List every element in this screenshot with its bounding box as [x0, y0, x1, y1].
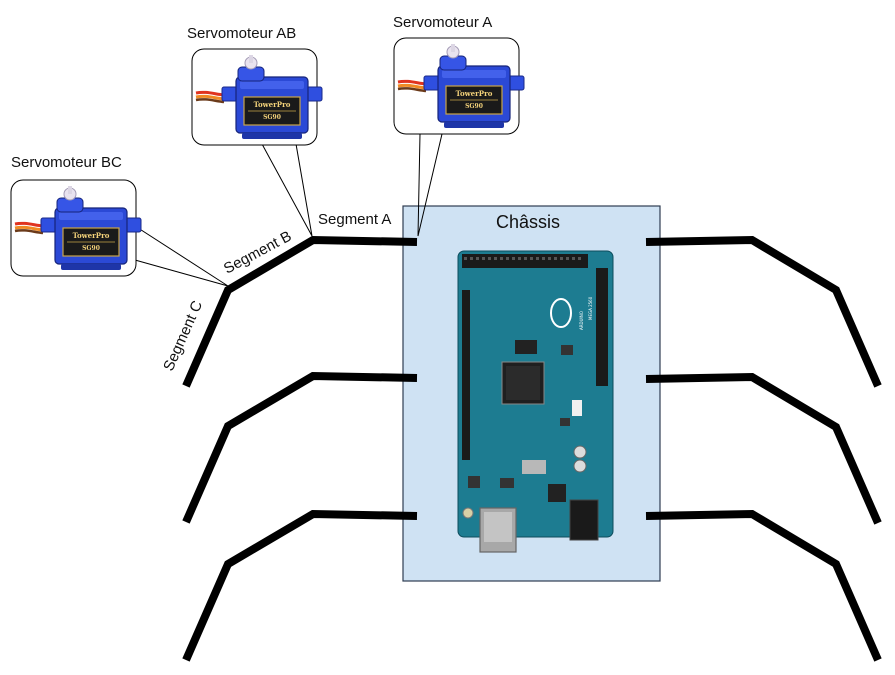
servo-bc-label: Servomoteur BC: [11, 154, 122, 171]
leg-left-middle: [182, 371, 418, 524]
board-model: MEGA 2560: [588, 296, 593, 320]
segment-a-label: Segment A: [318, 211, 391, 228]
leg-left-rear: [182, 509, 418, 662]
arduino-board: ARDUINO MEGA 2560: [457, 250, 614, 553]
servo-a-pointer: [417, 133, 443, 237]
board-name: ARDUINO: [579, 311, 584, 330]
servo-a-callout: [393, 37, 526, 135]
leg-right-rear: [645, 509, 882, 662]
leg-left-front: [182, 235, 418, 388]
right-legs: [645, 235, 882, 662]
servo-bc-callout: [10, 179, 143, 277]
left-legs: [182, 235, 418, 662]
leg-right-middle: [645, 372, 882, 525]
servo-bc-pointer: [134, 225, 229, 287]
leg-right-front: [645, 235, 882, 388]
chassis-label: Châssis: [496, 212, 560, 232]
servo-ab-pointer: [261, 143, 313, 237]
servo-a-label: Servomoteur A: [393, 14, 492, 31]
servo-ab-label: Servomoteur AB: [187, 25, 296, 42]
servo-ab-callout: [191, 48, 324, 146]
